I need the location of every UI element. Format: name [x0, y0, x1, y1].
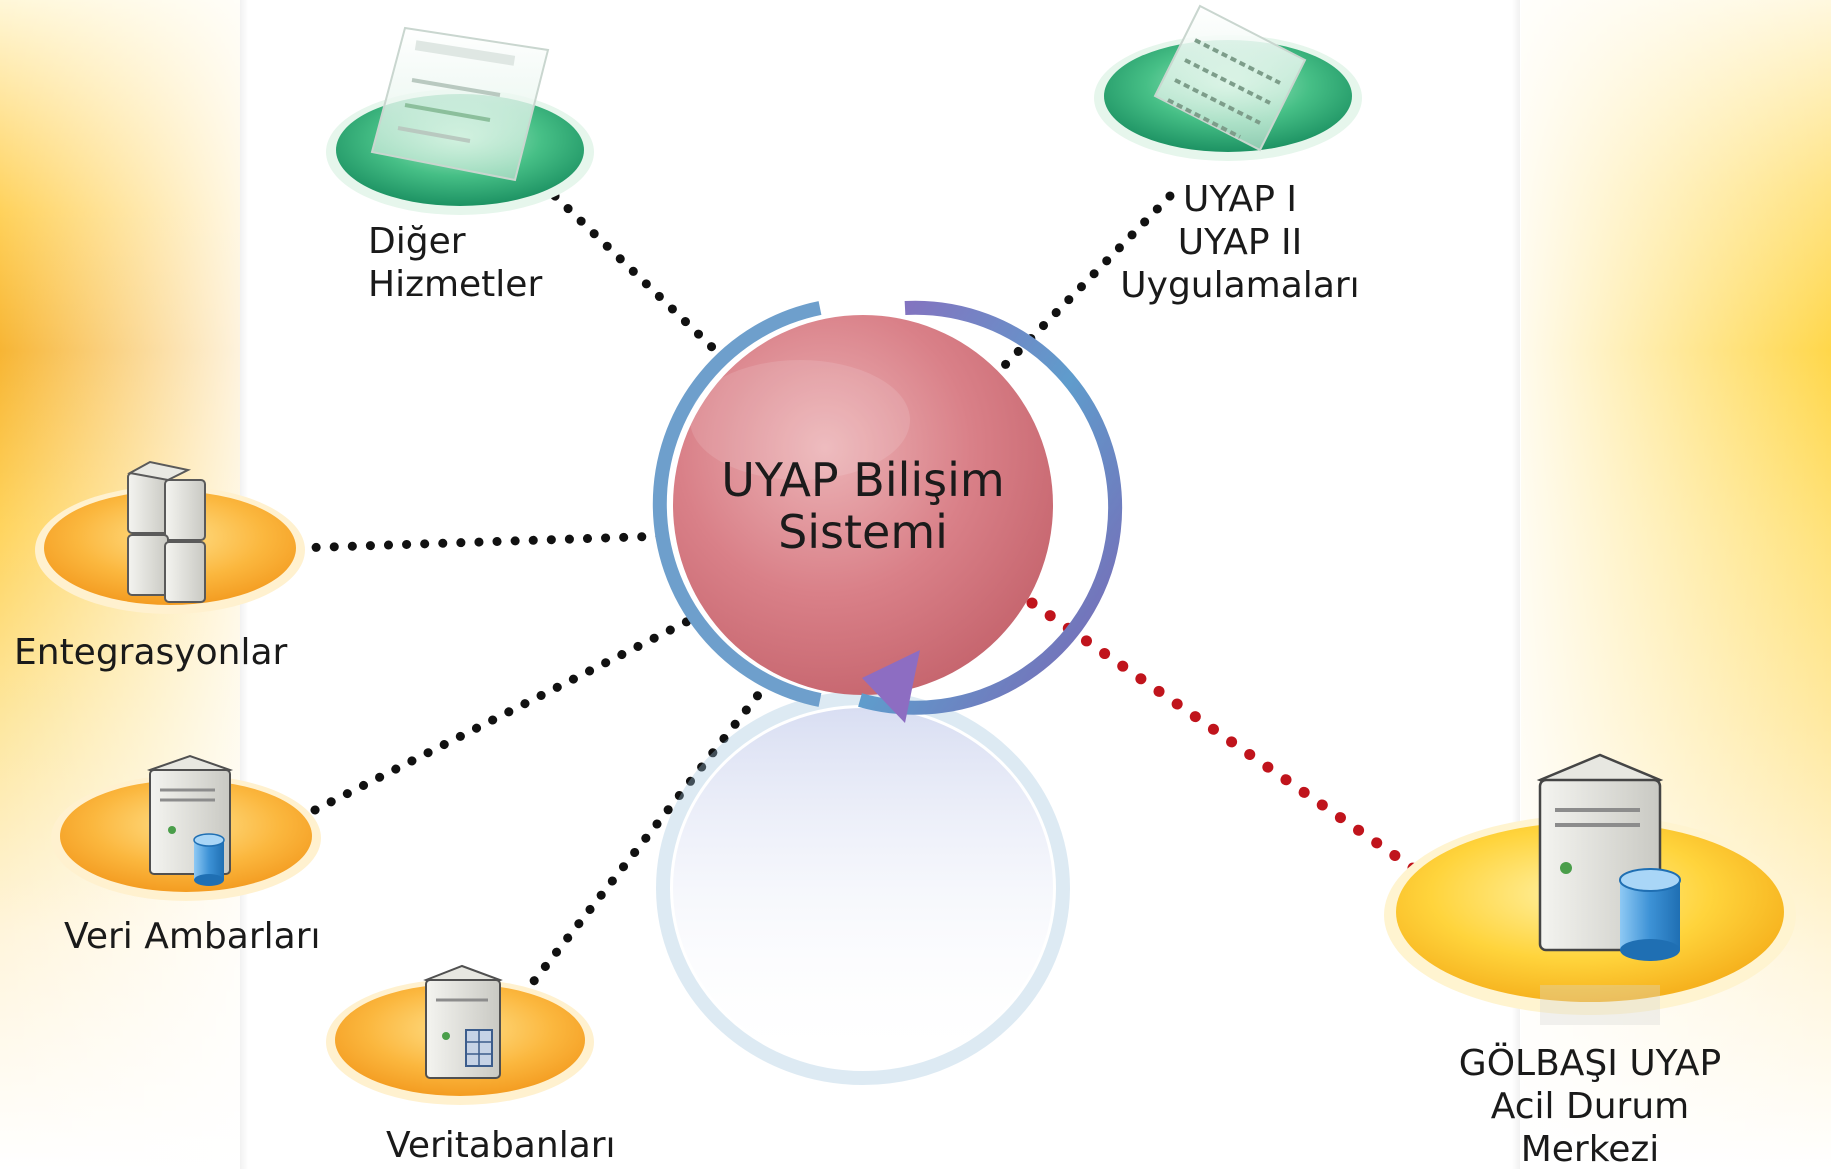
golbasi-node — [1384, 753, 1796, 1025]
golbasi-label-line3: Merkezi — [1520, 1129, 1660, 1170]
veritabani-label: Veritabanları — [386, 1125, 616, 1166]
veri-ambar-label: Veri Ambarları — [64, 916, 321, 957]
uyap-label-line1: UYAP I — [1183, 179, 1297, 220]
golbasi-label-line2: Acil Durum — [1490, 1086, 1690, 1127]
ring-arrow-icon — [862, 650, 920, 723]
uyap-apps-node — [1094, 4, 1362, 161]
entegrasyon-node — [35, 460, 305, 614]
connector-entegrasyon — [293, 531, 670, 553]
server-cluster-icon — [127, 460, 206, 603]
connector-golbasi — [1026, 597, 1426, 879]
large-server-database-icon — [1536, 753, 1681, 1025]
connector-veri-ambar — [310, 610, 705, 815]
server-grid-icon — [423, 964, 503, 1079]
diger-label-line1: Diğer — [368, 221, 466, 262]
entegrasyon-label: Entegrasyonlar — [14, 632, 288, 673]
golbasi-label-line1: GÖLBAŞI UYAP — [1458, 1043, 1722, 1084]
center-system-node — [652, 300, 1123, 723]
golbasi-label: GÖLBAŞI UYAP Acil Durum Merkezi — [1450, 1042, 1730, 1171]
document-icon — [370, 26, 550, 182]
uyap-label-line3: Uygulamaları — [1120, 265, 1360, 306]
center-reflection — [656, 691, 1070, 1085]
center-title-line1: UYAP Bilişim — [721, 453, 1005, 507]
center-title: UYAP Bilişim Sistemi — [713, 454, 1013, 558]
center-title-line2: Sistemi — [778, 505, 948, 559]
connector-veritabani — [518, 685, 767, 1000]
diger-label-line2: Hizmetler — [368, 264, 543, 305]
veritabani-node — [326, 964, 594, 1105]
diger-hizmetler-label: Diğer Hizmetler — [368, 220, 542, 306]
uyap-label-line2: UYAP II — [1177, 222, 1303, 263]
connector-uyap — [1000, 191, 1175, 370]
server-database-icon — [146, 754, 234, 886]
code-document-icon — [1153, 4, 1307, 152]
connector-diger — [550, 191, 720, 355]
right-divider — [1512, 0, 1520, 1169]
diger-hizmetler-node — [326, 26, 594, 215]
uyap-apps-label: UYAP I UYAP II Uygulamaları — [1115, 178, 1365, 307]
veri-ambar-node — [51, 754, 321, 901]
